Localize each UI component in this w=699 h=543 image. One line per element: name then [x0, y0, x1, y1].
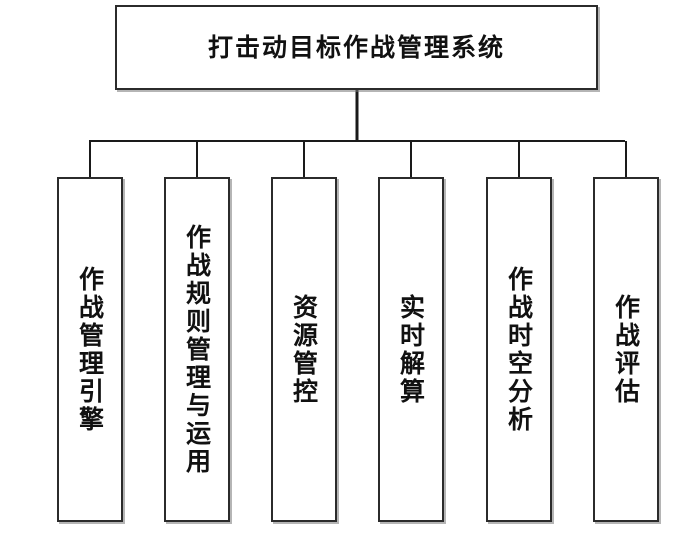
child-node-resource-control[interactable]: 资源管控: [271, 177, 337, 522]
child-node-label: 作战管理引擎: [75, 265, 105, 434]
child-node-label: 作战评估: [611, 293, 641, 406]
child-node-label: 实时解算: [396, 293, 426, 406]
child-node-combat-rule-management[interactable]: 作战规则管理与运用: [164, 177, 230, 522]
child-node-combat-assessment[interactable]: 作战评估: [593, 177, 659, 522]
child-node-label: 作战规则管理与运用: [182, 223, 212, 476]
child-node-spatiotemporal-analysis[interactable]: 作战时空分析: [486, 177, 552, 522]
root-node-label: 打击动目标作战管理系统: [207, 33, 505, 62]
child-node-combat-management-engine[interactable]: 作战管理引擎: [57, 177, 123, 522]
child-node-real-time-calculation[interactable]: 实时解算: [378, 177, 444, 522]
child-node-label: 资源管控: [289, 293, 319, 406]
child-node-label: 作战时空分析: [504, 265, 534, 434]
root-node-system-title[interactable]: 打击动目标作战管理系统: [115, 5, 598, 90]
